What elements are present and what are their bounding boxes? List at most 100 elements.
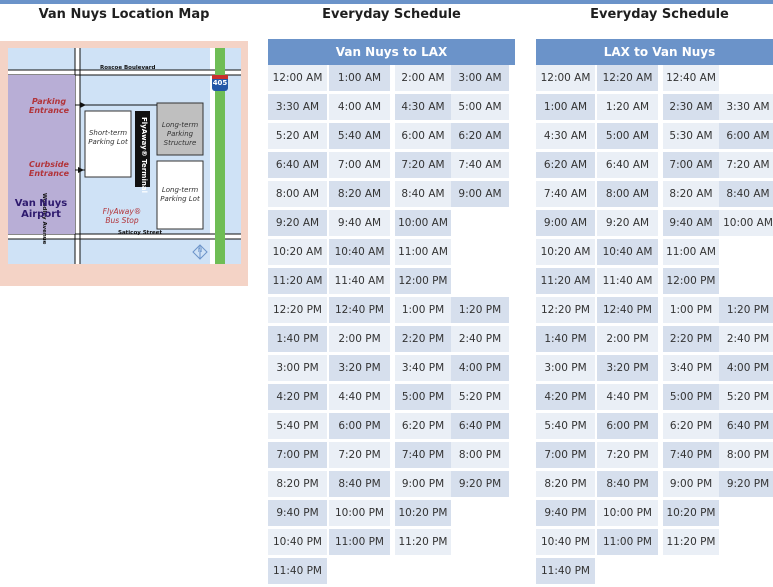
departure-time: 9:00 AM xyxy=(451,181,509,207)
departure-time: 5:20 PM xyxy=(719,384,773,410)
departure-time: 2:00 PM xyxy=(329,326,390,352)
departure-time: 8:20 PM xyxy=(536,471,595,497)
departure-time: 6:40 PM xyxy=(719,413,773,439)
parking-entrance-label: Parking Entrance xyxy=(28,97,70,115)
departure-time: 12:40 PM xyxy=(329,297,390,323)
departure-time: 11:20 AM xyxy=(268,268,327,294)
departure-time: 10:00 PM xyxy=(597,500,658,526)
woodley-road xyxy=(75,48,80,264)
departure-time: 8:40 AM xyxy=(395,181,451,207)
departure-time: 4:30 AM xyxy=(395,94,451,120)
roscoe-label: Roscoe Boulevard xyxy=(100,65,156,71)
departure-time: 1:20 PM xyxy=(719,297,773,323)
departure-time: 3:30 AM xyxy=(268,94,327,120)
departure-time: 9:00 PM xyxy=(395,471,451,497)
departure-time: 10:20 PM xyxy=(395,500,451,526)
departure-time: 1:40 PM xyxy=(536,326,595,352)
route-header: LAX to Van Nuys xyxy=(536,39,773,65)
departure-time: 6:00 AM xyxy=(395,123,451,149)
departure-time: 4:40 PM xyxy=(597,384,658,410)
long-term-structure-label: Long-term Parking Structure xyxy=(161,121,199,147)
departure-time: 7:40 PM xyxy=(395,442,451,468)
departure-time: 11:40 PM xyxy=(536,558,595,584)
departure-time: 6:40 AM xyxy=(597,152,658,178)
departure-time: 6:40 AM xyxy=(268,152,327,178)
sherman-label: Saticoy Street xyxy=(118,230,163,236)
departure-time: 8:40 PM xyxy=(597,471,658,497)
departure-time: 2:00 PM xyxy=(597,326,658,352)
departure-time: 4:20 PM xyxy=(536,384,595,410)
departure-time: 10:40 PM xyxy=(536,529,595,555)
departure-time: 6:00 PM xyxy=(597,413,658,439)
departure-time: 8:00 PM xyxy=(451,442,509,468)
departure-time: 10:40 PM xyxy=(268,529,327,555)
departure-time: 7:00 AM xyxy=(663,152,719,178)
departure-time: 10:40 AM xyxy=(597,239,658,265)
departure-time: 9:00 AM xyxy=(536,210,595,236)
departure-time: 12:40 PM xyxy=(597,297,658,323)
departure-time: 11:00 PM xyxy=(597,529,658,555)
departure-time: 4:30 AM xyxy=(536,123,595,149)
departure-time: 7:20 AM xyxy=(719,152,773,178)
departure-time: 8:00 AM xyxy=(597,181,658,207)
departure-time: 9:40 PM xyxy=(268,500,327,526)
departure-time: 11:40 PM xyxy=(268,558,327,584)
departure-time: 5:00 AM xyxy=(451,94,509,120)
departure-time: 10:40 AM xyxy=(329,239,390,265)
departure-time: 10:00 PM xyxy=(329,500,390,526)
freeway-405 xyxy=(215,48,225,264)
short-term-lot xyxy=(84,110,132,178)
airport-area xyxy=(8,75,75,234)
departure-time: 6:20 PM xyxy=(395,413,451,439)
departure-time: 11:00 AM xyxy=(663,239,719,265)
departure-time: 2:40 PM xyxy=(451,326,509,352)
departure-time: 8:00 AM xyxy=(268,181,327,207)
departure-time: 4:00 PM xyxy=(451,355,509,381)
departure-time: 5:20 AM xyxy=(268,123,327,149)
departure-time: 11:00 AM xyxy=(395,239,451,265)
departure-time: 12:20 PM xyxy=(268,297,327,323)
terminal-label: FlyAway® Terminal xyxy=(140,117,148,193)
departure-time: 1:20 PM xyxy=(451,297,509,323)
curbside-entrance-label: Curbside Entrance xyxy=(28,160,70,178)
departure-time: 10:00 AM xyxy=(719,210,773,236)
departure-time: 2:40 PM xyxy=(719,326,773,352)
departure-time: 9:20 PM xyxy=(719,471,773,497)
departure-time: 3:20 PM xyxy=(329,355,390,381)
departure-time: 7:00 AM xyxy=(329,152,390,178)
departure-time: 7:20 AM xyxy=(395,152,451,178)
north-label: N xyxy=(197,247,203,254)
departure-time: 3:40 PM xyxy=(663,355,719,381)
departure-time: 7:40 PM xyxy=(663,442,719,468)
departure-time: 2:20 PM xyxy=(663,326,719,352)
route-header: Van Nuys to LAX xyxy=(268,39,515,65)
top-accent-bar xyxy=(0,0,773,4)
departure-time: 2:00 AM xyxy=(395,65,451,91)
departure-time: 5:20 PM xyxy=(451,384,509,410)
departure-time: 10:20 AM xyxy=(536,239,595,265)
departure-time: 1:00 PM xyxy=(663,297,719,323)
departure-time: 5:00 PM xyxy=(663,384,719,410)
departure-time: 1:00 AM xyxy=(536,94,595,120)
departure-time: 6:20 PM xyxy=(663,413,719,439)
departure-time: 3:00 PM xyxy=(536,355,595,381)
